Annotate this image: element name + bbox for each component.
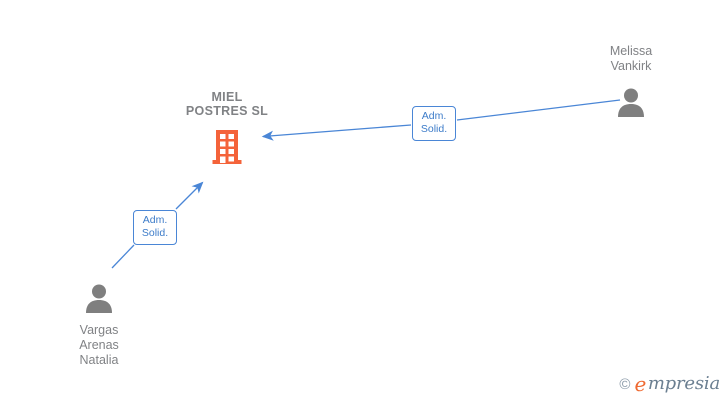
company-node-miel-postres-sl[interactable]: MIEL POSTRES SL [162, 90, 292, 166]
edge-vargas-to-company [111, 181, 204, 269]
edge-label-melissa-to-company[interactable]: Adm. Solid. [412, 106, 456, 141]
edge-line-melissa-left [261, 124, 412, 141]
edge-line-vargas-upper [175, 181, 204, 210]
edge-line-melissa-right [456, 99, 621, 121]
edge-label-vargas-to-company[interactable]: Adm. Solid. [133, 210, 177, 245]
person-node-melissa-vankirk[interactable]: Melissa Vankirk [576, 44, 686, 117]
person-icon [86, 284, 112, 313]
copyright-icon: © [619, 375, 631, 393]
brand-name: mpresia [647, 373, 720, 394]
building-icon [212, 130, 242, 164]
brand-initial: e [634, 372, 646, 396]
person-icon [618, 88, 644, 117]
company-name-label: MIEL POSTRES SL [185, 90, 269, 118]
person-node-vargas-arenas-natalia[interactable]: Vargas Arenas Natalia [44, 284, 154, 368]
person-name-label-vargas-arenas-natalia: Vargas Arenas Natalia [79, 323, 119, 367]
edge-line-vargas-lower [111, 244, 135, 269]
edge-melissa-to-company [261, 99, 621, 141]
empresia-watermark: © e mpresia [619, 374, 720, 394]
person-name-label-melissa-vankirk: Melissa Vankirk [609, 44, 653, 73]
